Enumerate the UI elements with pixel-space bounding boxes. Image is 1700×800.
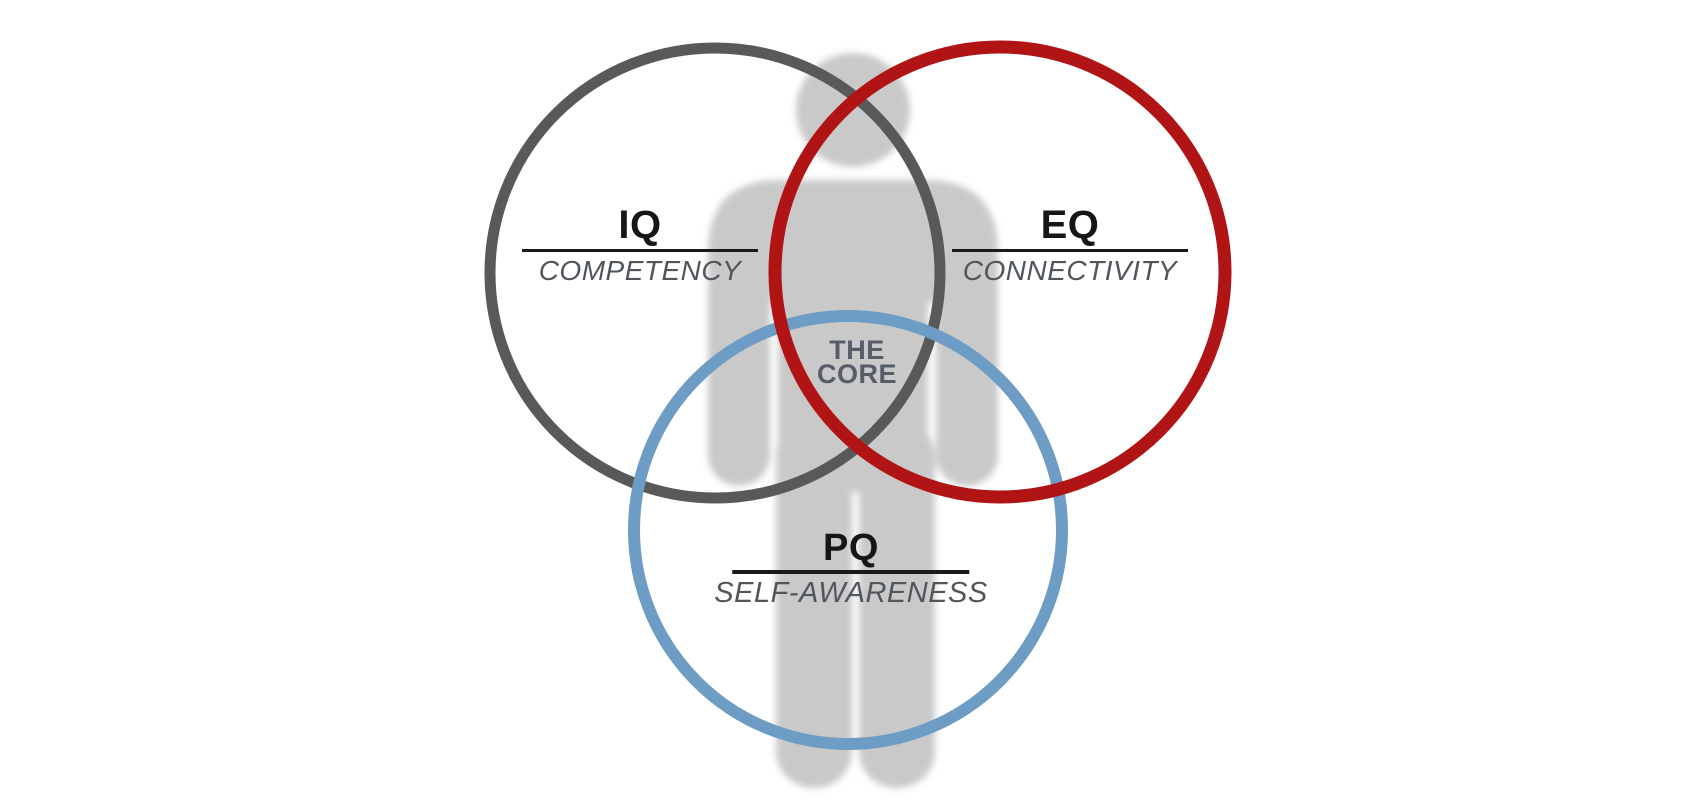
person-right-arm	[936, 240, 998, 486]
eq-label: EQ CONNECTIVITY	[952, 203, 1188, 287]
core-label: THE CORE	[816, 335, 898, 389]
pq-circle	[628, 310, 1068, 750]
person-left-leg	[776, 420, 852, 788]
eq-abbr: EQ	[1040, 203, 1100, 247]
person-silhouette	[708, 53, 998, 788]
iq-divider-bar	[522, 249, 758, 252]
iq-descriptor: COMPETENCY	[538, 255, 742, 286]
eq-circle	[768, 40, 1232, 504]
iq-circle	[484, 42, 946, 504]
pq-divider-bar	[732, 570, 970, 574]
pq-label: PQ SELF-AWARENESS	[714, 528, 987, 609]
pq-abbr: PQ	[823, 527, 879, 569]
pq-descriptor: SELF-AWARENESS	[714, 577, 988, 609]
iq-label: IQ COMPETENCY	[522, 203, 758, 287]
eq-descriptor: CONNECTIVITY	[962, 255, 1178, 286]
person-left-arm	[708, 240, 770, 486]
person-right-leg	[859, 420, 935, 788]
iq-abbr: IQ	[618, 203, 662, 247]
eq-divider-bar	[952, 249, 1188, 252]
core-line-1: THE	[829, 335, 885, 365]
core-line-2: CORE	[816, 359, 898, 389]
